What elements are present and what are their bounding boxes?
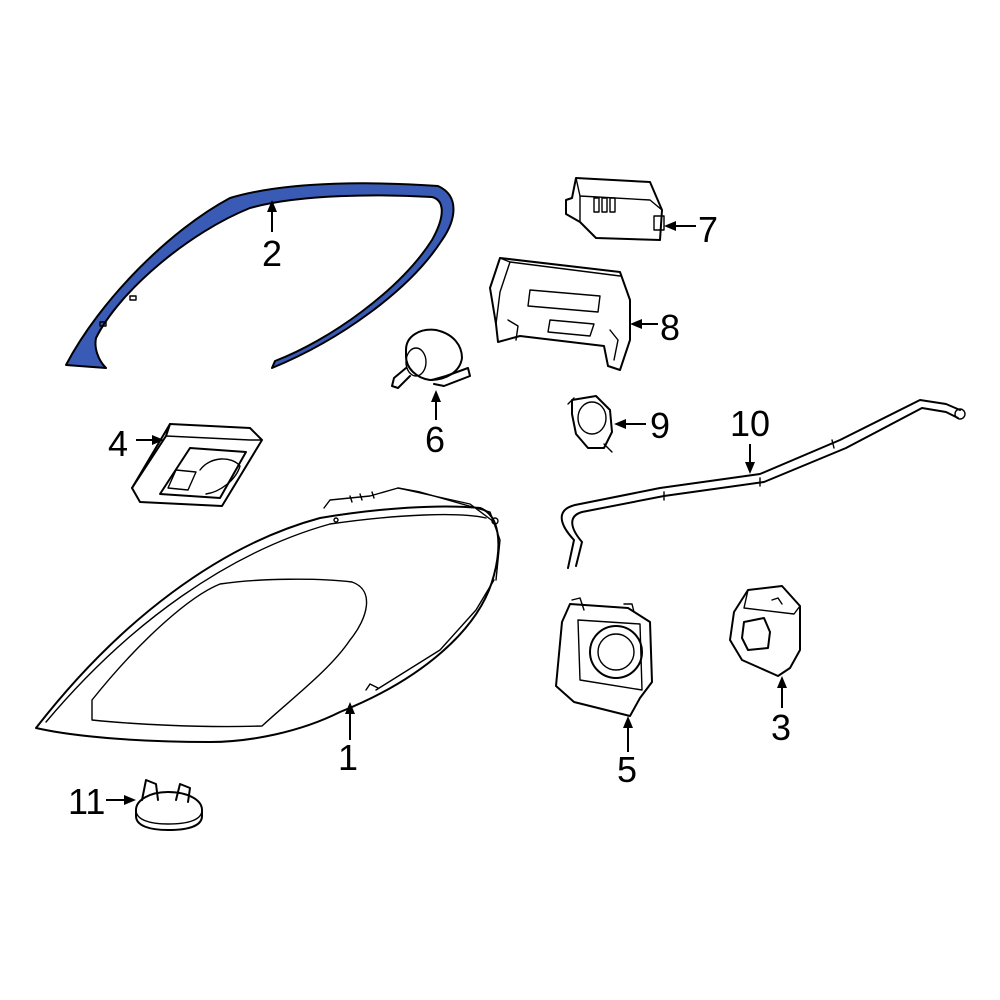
callout-4: 4: [108, 423, 128, 464]
callout-11: 11: [68, 781, 105, 822]
part-5-reflector-housing[interactable]: [555, 597, 653, 717]
part-10-hose[interactable]: [560, 399, 966, 569]
part-1-headlamp-assembly[interactable]: [35, 487, 501, 743]
part-4-module[interactable]: [131, 423, 263, 507]
callout-6: 6: [425, 419, 445, 460]
part-8-bracket[interactable]: [489, 257, 631, 371]
callout-10: 10: [730, 403, 770, 444]
part-11-cap[interactable]: [135, 779, 203, 831]
callout-3: 3: [771, 707, 791, 748]
callout-5: 5: [617, 749, 637, 790]
callout-2: 2: [262, 233, 282, 274]
callout-9: 9: [650, 405, 670, 446]
part-7-control-module[interactable]: [565, 177, 665, 241]
part-6-actuator[interactable]: [391, 328, 471, 389]
trim-strip-shape[interactable]: [65, 182, 455, 369]
callout-leaders: [106, 200, 787, 805]
callout-1: 1: [338, 737, 358, 778]
part-9-bulb-socket[interactable]: [567, 395, 613, 453]
callout-7: 7: [698, 209, 718, 250]
part-3-ballast[interactable]: [729, 585, 801, 677]
part-2-trim-strip[interactable]: [65, 182, 455, 369]
callout-8: 8: [660, 307, 680, 348]
